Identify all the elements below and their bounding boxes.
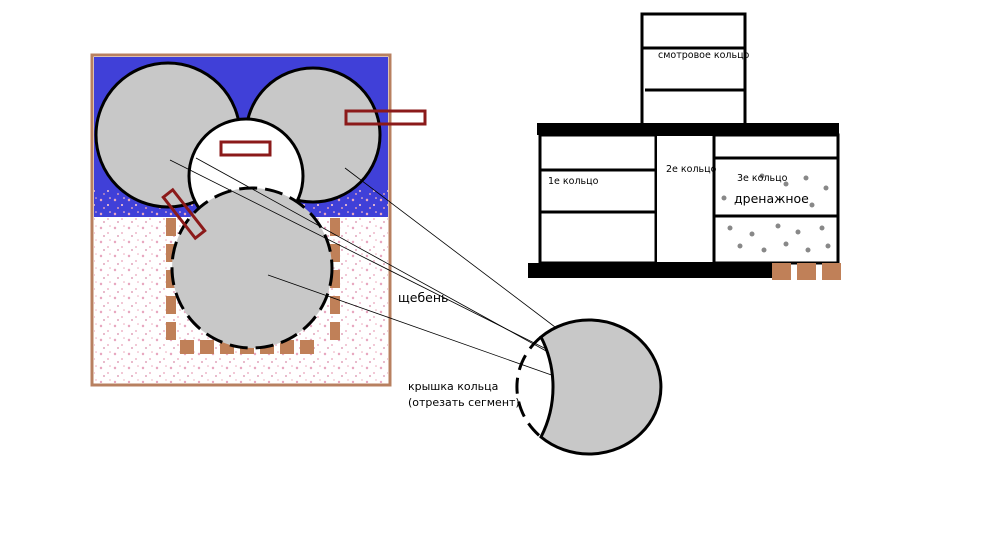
side-section xyxy=(528,12,841,280)
drainage-label: дренажное xyxy=(734,191,809,206)
ring2-body xyxy=(655,134,715,264)
top-slab xyxy=(537,123,839,135)
leader-lines xyxy=(169,157,593,379)
pipe-3 xyxy=(161,187,207,241)
gravel-label: щебень xyxy=(398,290,448,305)
lid-shape xyxy=(539,318,663,456)
drainage-gravel xyxy=(721,173,831,253)
ring-lid xyxy=(515,318,663,456)
lid-cut-segment xyxy=(515,335,542,439)
pit-top-view xyxy=(90,53,427,387)
ring-circle-inspection xyxy=(170,186,334,350)
bottom-slab xyxy=(528,263,772,278)
ring1-body xyxy=(538,133,658,265)
pipe-1 xyxy=(219,140,272,157)
ring3-body xyxy=(712,133,840,265)
ring3-label: 3е кольцо xyxy=(737,173,788,184)
bottom-bricks xyxy=(772,263,841,280)
inspection-ring-label: смотровое кольцо xyxy=(658,50,750,61)
inspection-ring xyxy=(640,12,747,134)
lid-label-line1: крышка кольца xyxy=(408,380,498,393)
pipe-2 xyxy=(344,109,427,126)
lid-label-line2: (отрезать сегмент) xyxy=(408,396,520,409)
ring2-label: 2е кольцо xyxy=(666,164,717,175)
ring1-label: 1е кольцо xyxy=(548,176,599,187)
